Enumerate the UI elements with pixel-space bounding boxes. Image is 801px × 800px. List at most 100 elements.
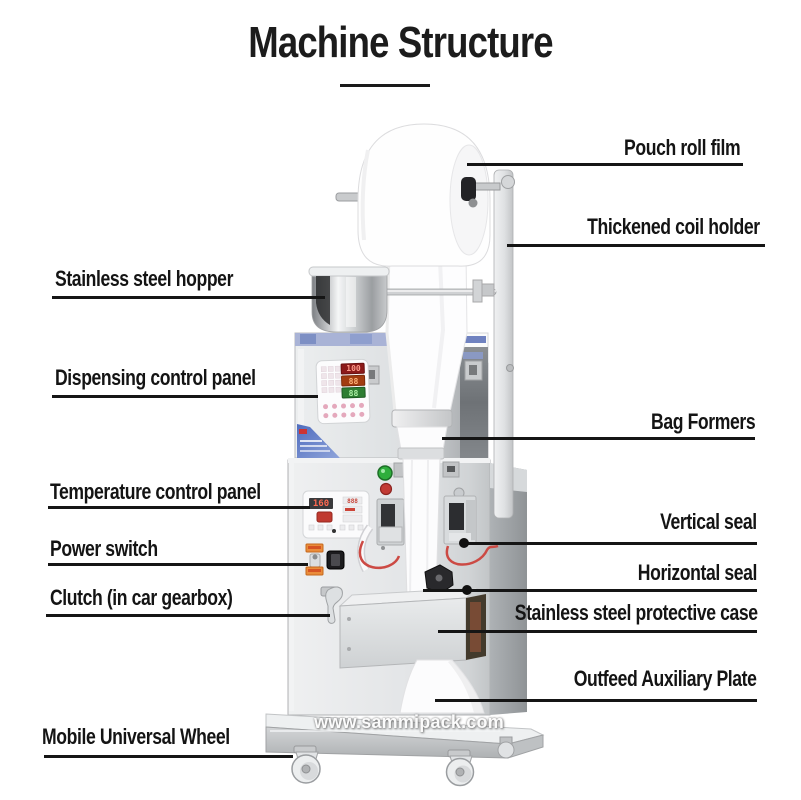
red-indicator-light <box>379 482 393 496</box>
dispensing-buttons <box>323 402 365 419</box>
base-highlight <box>270 730 500 732</box>
funnel-hinge-right <box>464 360 483 381</box>
leader-vertical-seal <box>465 542 757 545</box>
protective-case <box>338 587 486 669</box>
light-glint <box>381 469 385 473</box>
leader-dispensing-control-panel <box>52 395 318 398</box>
vertical-seal-unit-left <box>376 498 405 550</box>
roll-shading <box>360 149 370 241</box>
rod-clamp <box>472 279 483 303</box>
case-front <box>339 597 467 669</box>
film-crease <box>432 259 446 409</box>
blue-corner-sticker <box>297 424 340 458</box>
leader-clutch <box>46 614 330 617</box>
toggle-knob <box>312 554 318 560</box>
red-wire-left <box>358 540 401 570</box>
label-temperature-control-panel: Temperature control panel <box>50 479 261 504</box>
leader-temperature-control-panel <box>48 506 310 509</box>
machine-base <box>265 713 545 759</box>
latch-slot <box>447 466 455 472</box>
label-stainless-steel-protective-case: Stainless steel protective case <box>515 600 758 625</box>
band-label <box>350 334 372 344</box>
roll-hub <box>461 177 476 201</box>
title-underline <box>340 84 430 87</box>
clamp-hole <box>435 574 443 582</box>
funnel-mid <box>396 426 448 451</box>
page-title: Machine Structure <box>248 18 553 67</box>
label-text <box>308 546 321 549</box>
dispensing-keypad <box>320 365 342 393</box>
pouch-roll-film-roll <box>335 123 501 267</box>
leader-outfeed-auxiliary-plate <box>435 699 757 702</box>
horizontal-seal-pointer-dot <box>462 585 472 595</box>
label-clutch: Clutch (in car gearbox) <box>50 585 233 610</box>
dispensing-display-value-2: 88 <box>348 377 359 386</box>
bar-top-knob <box>501 175 515 189</box>
side-label <box>463 352 483 359</box>
leader-power-switch <box>48 563 308 566</box>
band-label <box>300 334 316 344</box>
case-screw <box>347 617 351 621</box>
label-dispensing-control-panel: Dispensing control panel <box>55 365 256 390</box>
temperature-red-button <box>316 511 333 523</box>
temperature-control-panel <box>302 490 370 539</box>
dispensing-display-green <box>341 386 366 399</box>
leader-bag-formers <box>442 437 755 440</box>
roll-axle-right <box>473 182 501 191</box>
seal-wiring <box>357 524 499 594</box>
label-stainless-steel-hopper: Stainless steel hopper <box>55 266 234 291</box>
switch-rocker <box>331 554 340 566</box>
bag-former-collar <box>391 409 453 428</box>
label-pouch-roll-film: Pouch roll film <box>623 135 741 160</box>
red-wire-right <box>445 544 499 566</box>
label-mobile-universal-wheel: Mobile Universal Wheel <box>42 724 230 749</box>
highlight <box>289 463 294 711</box>
dispensing-display-red <box>340 362 365 375</box>
stainless-steel-hopper-bowl <box>308 266 390 333</box>
vertical-seal-pointer-dot <box>459 538 469 548</box>
rod-clamp-block <box>481 283 495 297</box>
label-power-switch: Power switch <box>50 536 158 561</box>
hopper-rim <box>308 266 390 277</box>
corner-label <box>465 336 486 343</box>
power-switch-cluster <box>305 543 345 576</box>
leader-pouch-roll-film <box>467 163 743 166</box>
label-text <box>308 569 321 572</box>
highlight <box>298 349 304 455</box>
panel-dot <box>332 529 336 533</box>
hopper-interior-shadow <box>316 276 330 325</box>
leader-horizontal-seal <box>423 589 757 592</box>
case-screw <box>347 647 351 651</box>
green-indicator-light <box>377 465 393 481</box>
hub-nut <box>468 198 478 208</box>
thickened-coil-holder-bar <box>493 169 515 519</box>
film-sheet-cone <box>386 252 468 413</box>
box-gap <box>288 458 490 463</box>
label-horizontal-seal: Horizontal seal <box>637 560 758 585</box>
caster-wheel-front-left <box>291 745 321 784</box>
temperature-display <box>309 498 333 509</box>
temperature-buttons <box>308 524 364 531</box>
leader-stainless-steel-hopper <box>52 296 325 299</box>
dispensing-display-value-3: 88 <box>348 389 359 398</box>
label-outfeed-auxiliary-plate: Outfeed Auxiliary Plate <box>574 666 757 691</box>
caster-wheel-front-right <box>445 749 475 787</box>
dispensing-control-panel <box>315 358 371 425</box>
case-interior <box>470 602 481 652</box>
bar-screw <box>506 364 514 372</box>
label-thickened-coil-holder: Thickened coil holder <box>587 214 760 239</box>
film-guide-rod <box>365 279 497 303</box>
label-bag-formers: Bag Formers <box>650 409 756 434</box>
dispensing-display-orange <box>341 374 366 387</box>
temperature-display-value-1: 160 <box>312 499 330 509</box>
hopper-highlight <box>346 277 356 327</box>
label-vertical-seal: Vertical seal <box>660 509 757 534</box>
watermark: www.sammipack.com <box>314 712 504 732</box>
bag-former-band-2 <box>397 447 445 460</box>
vertical-seal-unit-right <box>443 495 477 545</box>
leader-thickened-coil-holder <box>507 244 765 247</box>
caster-wheel-rear <box>497 736 515 759</box>
dispensing-display-value-1: 100 <box>346 364 361 373</box>
